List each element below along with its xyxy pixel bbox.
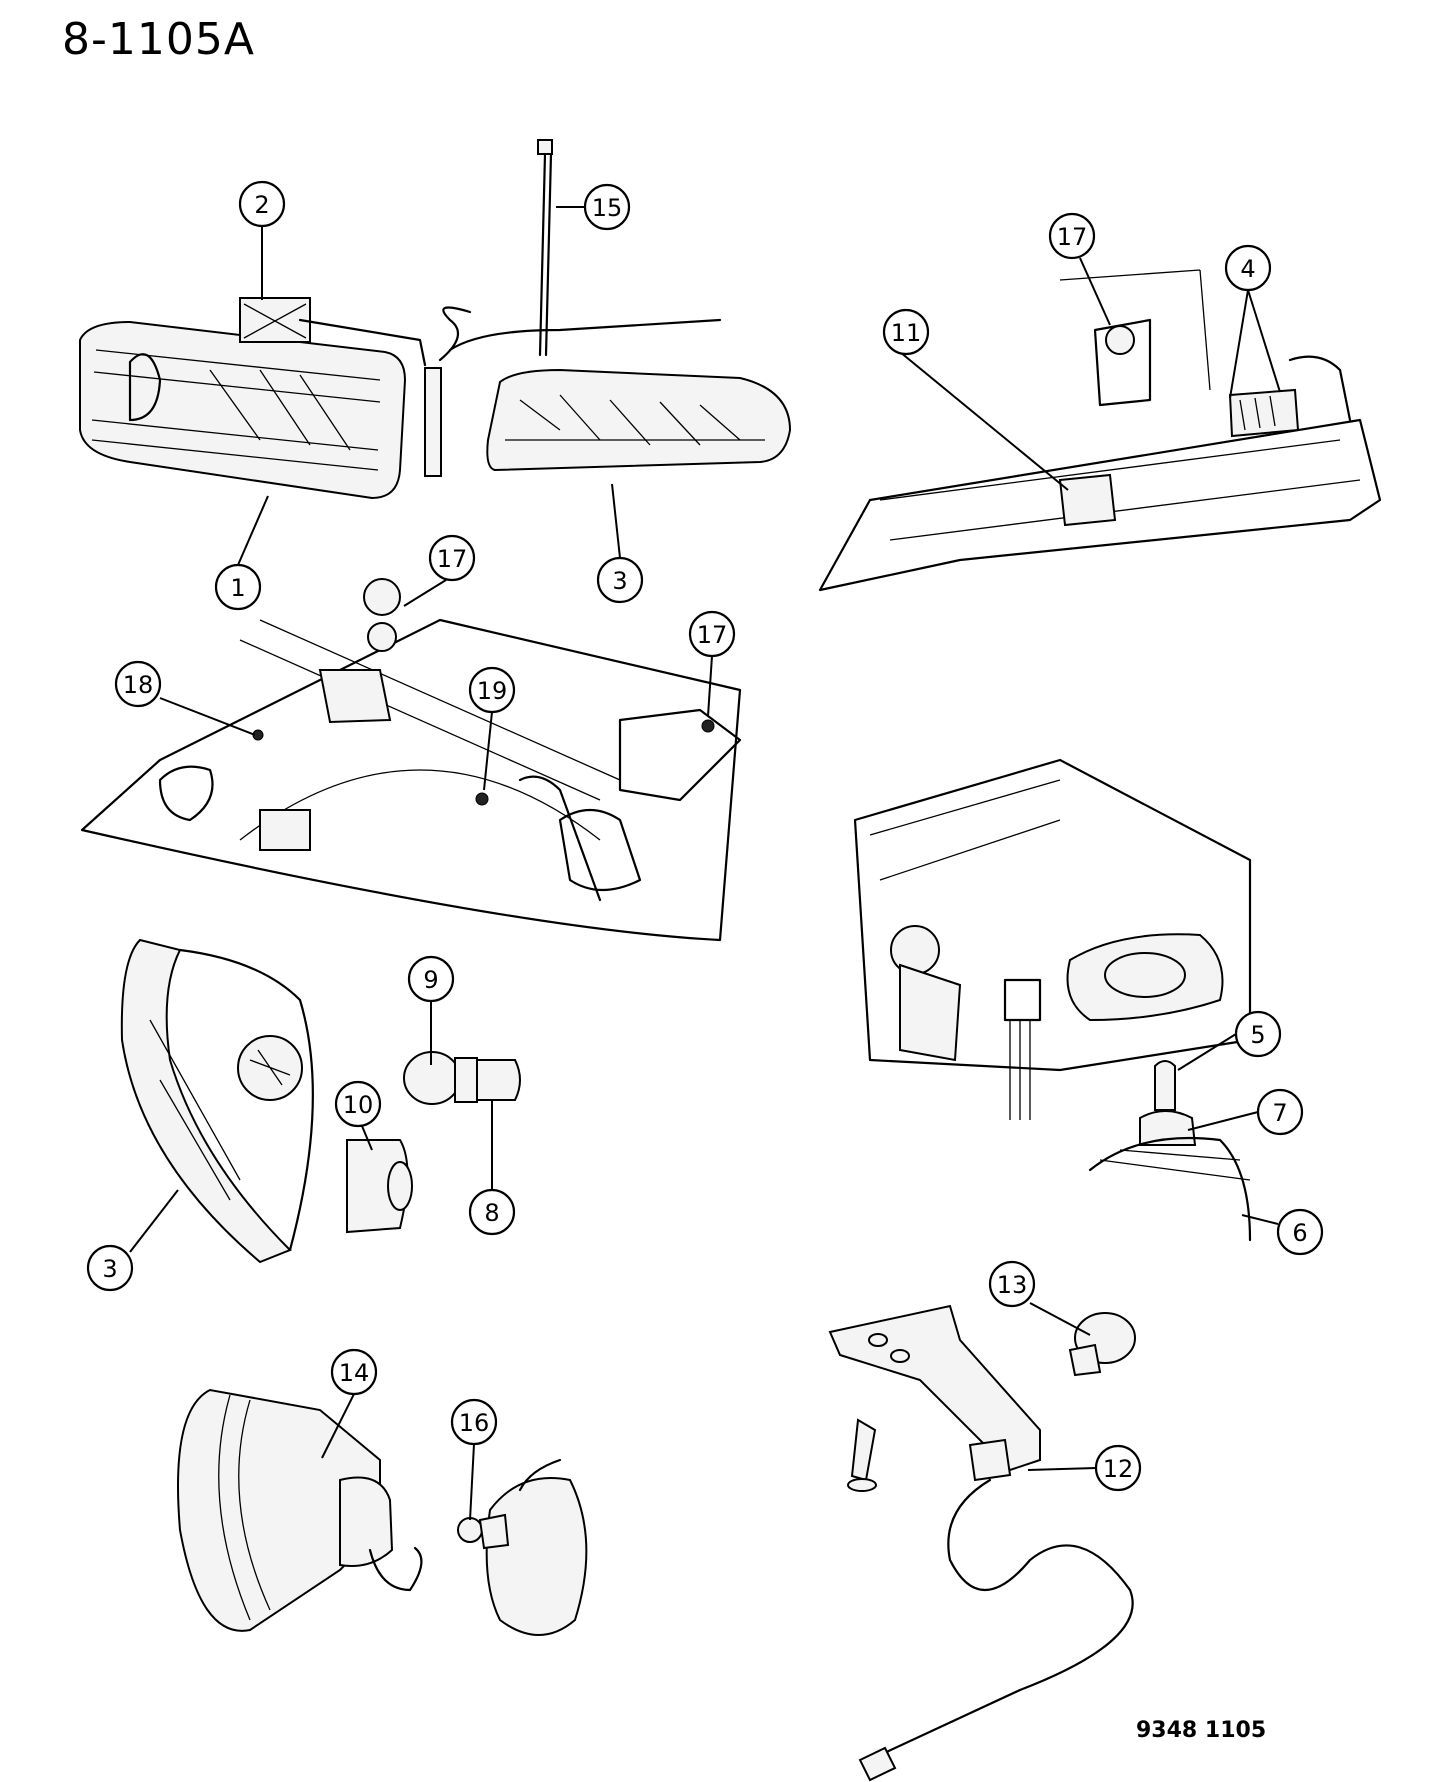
callout-14: 14: [330, 1348, 378, 1396]
socket-drawing: [177, 1388, 588, 1636]
svg-text:7: 7: [1272, 1099, 1287, 1127]
svg-text:1: 1: [230, 574, 245, 602]
svg-text:17: 17: [437, 545, 468, 573]
svg-text:12: 12: [1103, 1455, 1134, 1483]
callout-3-top: 3: [596, 556, 644, 604]
callout-1: 1: [214, 563, 262, 611]
callout-7: 7: [1256, 1088, 1304, 1136]
svg-text:2: 2: [254, 191, 269, 219]
callout-2: 2: [238, 180, 286, 228]
callout-6: 6: [1276, 1208, 1324, 1256]
svg-text:4: 4: [1240, 255, 1255, 283]
callout-9: 9: [407, 955, 455, 1003]
callout-12: 12: [1094, 1444, 1142, 1492]
callout-17-bracket: 17: [688, 610, 736, 658]
svg-text:14: 14: [339, 1359, 370, 1387]
park-lamp-drawing: [438, 306, 792, 472]
leader-lines: [129, 206, 1281, 1521]
sensor-bracket-drawing: [828, 1304, 1136, 1782]
svg-text:17: 17: [697, 621, 728, 649]
svg-text:8: 8: [484, 1199, 499, 1227]
svg-text:19: 19: [477, 677, 508, 705]
svg-text:6: 6: [1292, 1219, 1307, 1247]
svg-text:3: 3: [612, 567, 627, 595]
callout-16: 15: [583, 183, 631, 231]
svg-text:5: 5: [1250, 1021, 1265, 1049]
page-title: 8-1105A: [62, 14, 255, 65]
callout-19: 19: [468, 666, 516, 714]
callout-17-nut: 17: [428, 534, 476, 582]
svg-text:17: 17: [1057, 223, 1088, 251]
svg-text:16: 16: [459, 1409, 490, 1437]
headlamp-assembly-drawing: [79, 297, 442, 500]
headlamp-housing-drawing: [853, 758, 1252, 1242]
callout-3-side: 3: [86, 1244, 134, 1292]
callout-18: 18: [114, 660, 162, 708]
svg-text:3: 3: [102, 1255, 117, 1283]
callout-17-upper: 17: [1048, 212, 1096, 260]
headlamp-mounting-drawing: [80, 578, 742, 942]
callout-10: 10: [334, 1080, 382, 1128]
svg-text:13: 13: [997, 1271, 1028, 1299]
callout-13: 13: [988, 1260, 1036, 1308]
support-bracket-drawing: [818, 269, 1382, 592]
callout-11: 11: [882, 308, 930, 356]
side-lamp-drawing: [120, 938, 521, 1264]
callout-15: 16: [450, 1398, 498, 1446]
figure-code: 9348 1105: [1136, 1718, 1267, 1743]
callout-4: 4: [1224, 244, 1272, 292]
bolt-16-drawing: [537, 139, 553, 357]
callout-8: 8: [468, 1188, 516, 1236]
svg-text:9: 9: [423, 966, 438, 994]
svg-text:11: 11: [891, 319, 922, 347]
svg-text:10: 10: [343, 1091, 374, 1119]
svg-text:15: 15: [592, 194, 623, 222]
svg-text:18: 18: [123, 671, 154, 699]
callout-5: 5: [1234, 1010, 1282, 1058]
